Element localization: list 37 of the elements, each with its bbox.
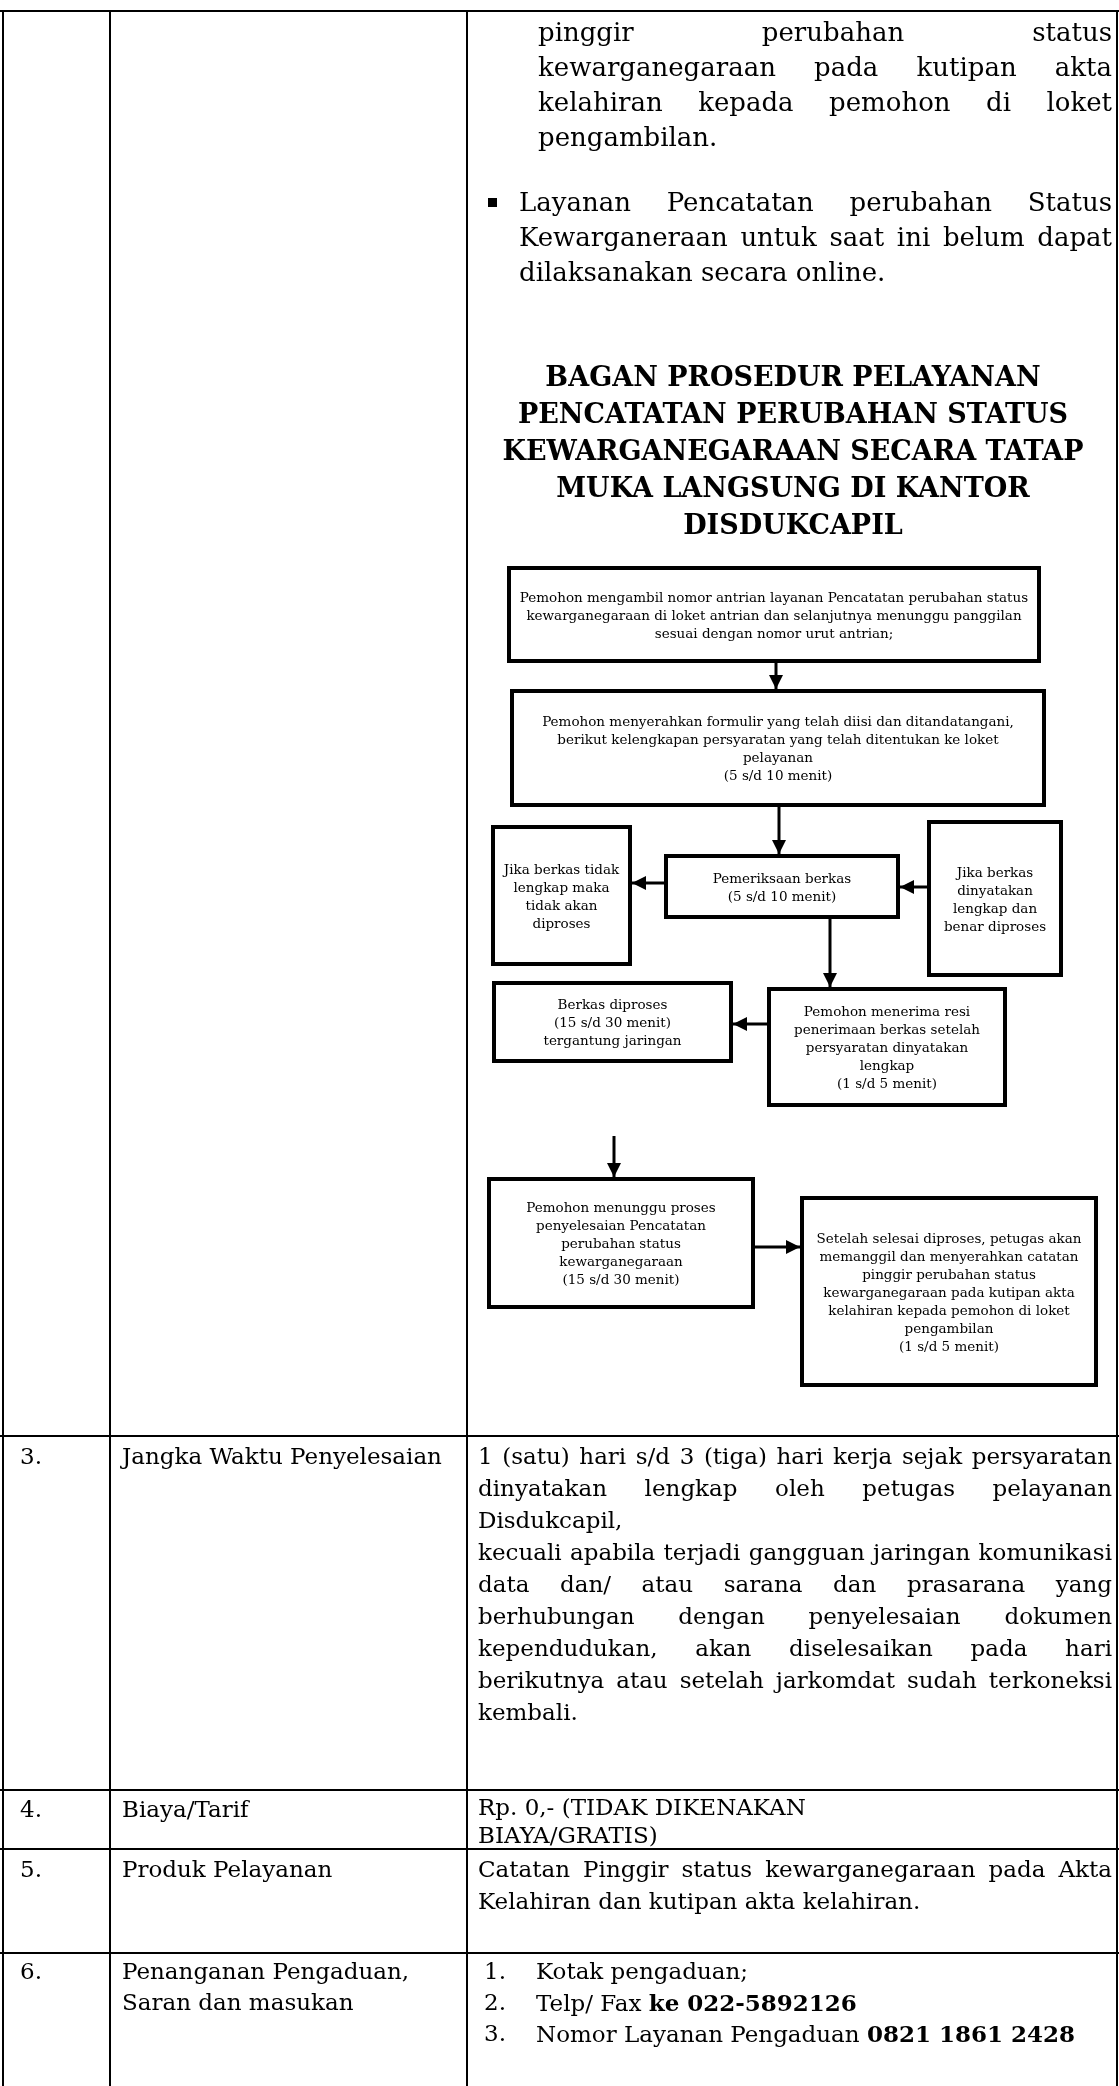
list-item: Telp/ Fax ke 022-5892126	[536, 1988, 858, 2018]
process-box: Setelah selesai diproses, petugas akan memanggil dan menyerahkan catatan pinggir perubahan status kewarganegaraan pada kutipan akta kelahiran kepada pemohon di loket pengambilan (1 s/d 5 menit)	[800, 1196, 1098, 1387]
list-number: 3.	[484, 2019, 507, 2048]
process-box: Pemohon menunggu proses penyelesaian Pencatatan perubahan status kewarganegaraan (15 s/d 30 menit)	[487, 1177, 755, 1309]
row-number: 5.	[20, 1855, 43, 1884]
cell-text: Catatan Pinggir status kewarganegaraan pada Akta Kelahiran dan kutipan akta kelahiran.	[478, 1855, 1112, 1916]
cell-text: kecuali apabila terjadi gangguan jaringan komunikasi data dan/ atau sarana dan prasarana yang berhubungan dengan penyelesaian dokumen kependudukan, akan diselesaikan pada hari berikutnya atau setelah jarkomdat sudah terkoneksi kembali.	[478, 1538, 1112, 1727]
process-box: Pemohon menerima resi penerimaan berkas setelah persyaratan dinyatakan lengkap (1 s/d 5 menit)	[767, 987, 1007, 1107]
row-heading: Biaya/Tarif	[122, 1795, 251, 1824]
arrow	[733, 1017, 767, 1031]
arrow	[769, 663, 783, 689]
arrow	[772, 807, 786, 854]
arrow	[900, 880, 927, 894]
bullet-text: Layanan Pencatatan perubahan Status Kewarganeraan untuk saat ini belum dapat dilaksanakan secara online.	[519, 186, 1112, 289]
process-box: Jika berkas dinyatakan lengkap dan benar diproses	[927, 820, 1063, 977]
process-box: Jika berkas tidak lengkap maka tidak akan diproses	[491, 825, 632, 966]
list-number: 2.	[484, 1988, 507, 2017]
list-item: Nomor Layanan Pengaduan 0821 1861 2428	[536, 2019, 1076, 2049]
list-number: 1.	[484, 1957, 507, 1986]
row-heading: Penanganan Pengaduan, Saran dan masukan	[122, 1957, 411, 2017]
process-box: Berkas diproses (15 s/d 30 menit) tergantung jaringan	[492, 981, 733, 1063]
cell-text: Rp. 0,- (TIDAK DIKENAKAN BIAYA/GRATIS)	[478, 1793, 807, 1849]
row-number: 4.	[20, 1795, 43, 1824]
row-heading: Produk Pelayanan	[122, 1855, 334, 1884]
row-number: 6.	[20, 1957, 43, 1986]
arrow	[755, 1240, 800, 1254]
process-box: Pemohon mengambil nomor antrian layanan Pencatatan perubahan status kewarganegaraan di loket antrian dan selanjutnya menunggu panggilan sesuai dengan nomor urut antrian;	[507, 566, 1041, 663]
process-box: Pemeriksaan berkas (5 s/d 10 menit)	[664, 854, 900, 919]
diagram-title: BAGAN PROSEDUR PELAYANAN PENCATATAN PERUBAHAN STATUS KEWARGANEGARAAN SECARA TATAP MUKA LANGSUNG DI KANTOR DISDUKCAPIL	[501, 360, 1085, 542]
arrow	[823, 919, 837, 987]
list-item: Kotak pengaduan;	[536, 1957, 749, 1986]
process-box: Pemohon menyerahkan formulir yang telah diisi dan ditandatangani, berikut kelengkapan persyaratan yang telah ditentukan ke loket pelayanan (5 s/d 10 menit)	[510, 689, 1046, 807]
paragraph-text: pinggir perubahan status kewarganegaraan pada kutipan akta kelahiran kepada pemohon di loket pengambilan.	[538, 16, 1112, 154]
arrow	[607, 1136, 621, 1177]
row-heading: Jangka Waktu Penyelesaian	[122, 1442, 443, 1471]
row-number: 3.	[20, 1442, 43, 1471]
arrow	[632, 876, 664, 890]
